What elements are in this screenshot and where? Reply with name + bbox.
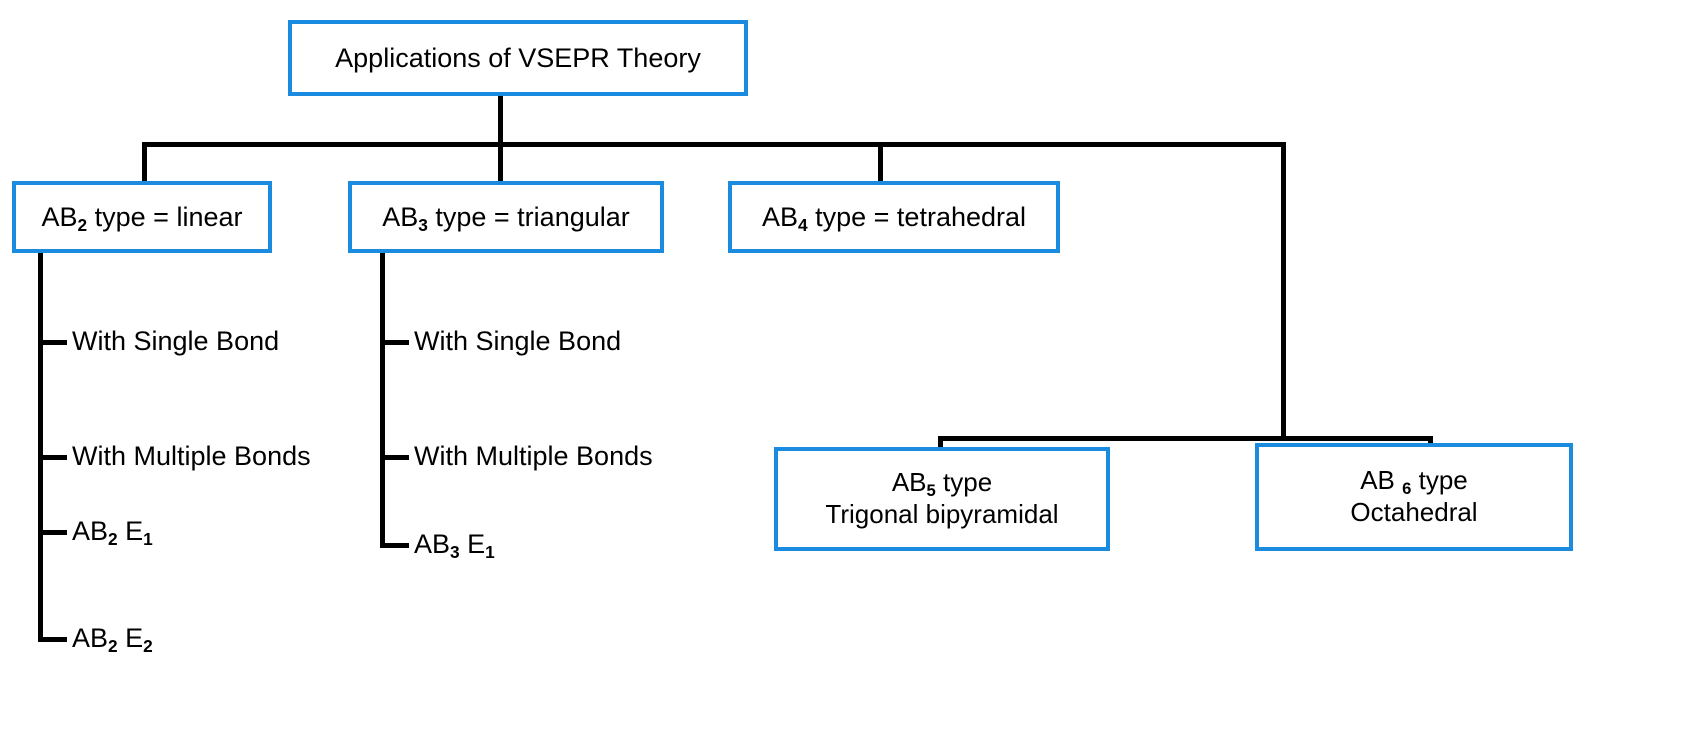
node-ab6-label-line1: AB 6 type <box>1360 465 1468 499</box>
leaf-ab2-with-single-bond[interactable]: With Single Bond <box>72 326 279 357</box>
connector-drop-ab4 <box>878 142 883 184</box>
connector-drop-ab6 <box>1428 436 1433 448</box>
leaf-ab3-with-single-bond[interactable]: With Single Bond <box>414 326 621 357</box>
leaf-ab3-with-multiple-bonds[interactable]: With Multiple Bonds <box>414 441 653 472</box>
leaf-ab2-e1-label: AB2 E1 <box>72 516 153 550</box>
connector-ab3-tick-3 <box>380 543 409 548</box>
node-ab4-type-tetrahedral[interactable]: AB4 type = tetrahedral <box>728 181 1060 253</box>
node-ab6-octahedral[interactable]: AB 6 type Octahedral <box>1255 443 1573 551</box>
leaf-ab3-e1[interactable]: AB3 E1 <box>414 529 495 563</box>
leaf-ab2-with-multiple-bonds-label: With Multiple Bonds <box>72 441 311 471</box>
connector-ab3-tick-1 <box>380 340 409 345</box>
node-ab3-label: AB3 type = triangular <box>382 201 630 235</box>
connector-drop-ab2 <box>142 142 147 184</box>
connector-main-bus <box>142 142 1286 147</box>
node-ab6-label-line2: Octahedral <box>1350 497 1478 527</box>
connector-ab2-spine <box>38 253 43 642</box>
leaf-ab3-with-single-bond-label: With Single Bond <box>414 326 622 356</box>
connector-ab2-tick-3 <box>38 530 67 535</box>
connector-drop-right-branch <box>1281 142 1286 440</box>
connector-root-stem <box>498 95 503 145</box>
connector-drop-ab3 <box>498 142 503 184</box>
leaf-ab3-with-multiple-bonds-label: With Multiple Bonds <box>414 441 653 471</box>
node-ab4-label: AB4 type = tetrahedral <box>761 201 1027 235</box>
node-ab3-type-triangular[interactable]: AB3 type = triangular <box>348 181 664 253</box>
node-ab5-trigonal-bipyramidal[interactable]: AB5 type Trigonal bipyramidal <box>774 447 1110 551</box>
leaf-ab3-e1-label: AB3 E1 <box>414 529 495 563</box>
node-ab5-label-line2: Trigonal bipyramidal <box>825 499 1059 529</box>
connector-drop-ab5 <box>938 436 943 450</box>
node-ab2-type-linear[interactable]: AB2 type = linear <box>12 181 272 253</box>
leaf-ab2-e2[interactable]: AB2 E2 <box>72 623 153 657</box>
node-ab2-label: AB2 type = linear <box>41 201 243 235</box>
node-ab5-label-line1: AB5 type <box>891 467 993 501</box>
node-root-applications-of-vsepr-theory[interactable]: Applications of VSEPR Theory <box>288 20 748 96</box>
connector-ab2-tick-2 <box>38 455 67 460</box>
leaf-ab2-with-single-bond-label: With Single Bond <box>72 326 280 356</box>
connector-ab2-tick-4 <box>38 637 67 642</box>
connector-ab3-spine <box>380 253 385 548</box>
node-root-label: Applications of VSEPR Theory <box>335 42 701 73</box>
connector-lower-bus <box>938 436 1433 441</box>
leaf-ab2-with-multiple-bonds[interactable]: With Multiple Bonds <box>72 441 311 472</box>
connector-ab3-tick-2 <box>380 455 409 460</box>
leaf-ab2-e2-label: AB2 E2 <box>72 623 153 657</box>
leaf-ab2-e1[interactable]: AB2 E1 <box>72 516 153 550</box>
connector-ab2-tick-1 <box>38 340 67 345</box>
